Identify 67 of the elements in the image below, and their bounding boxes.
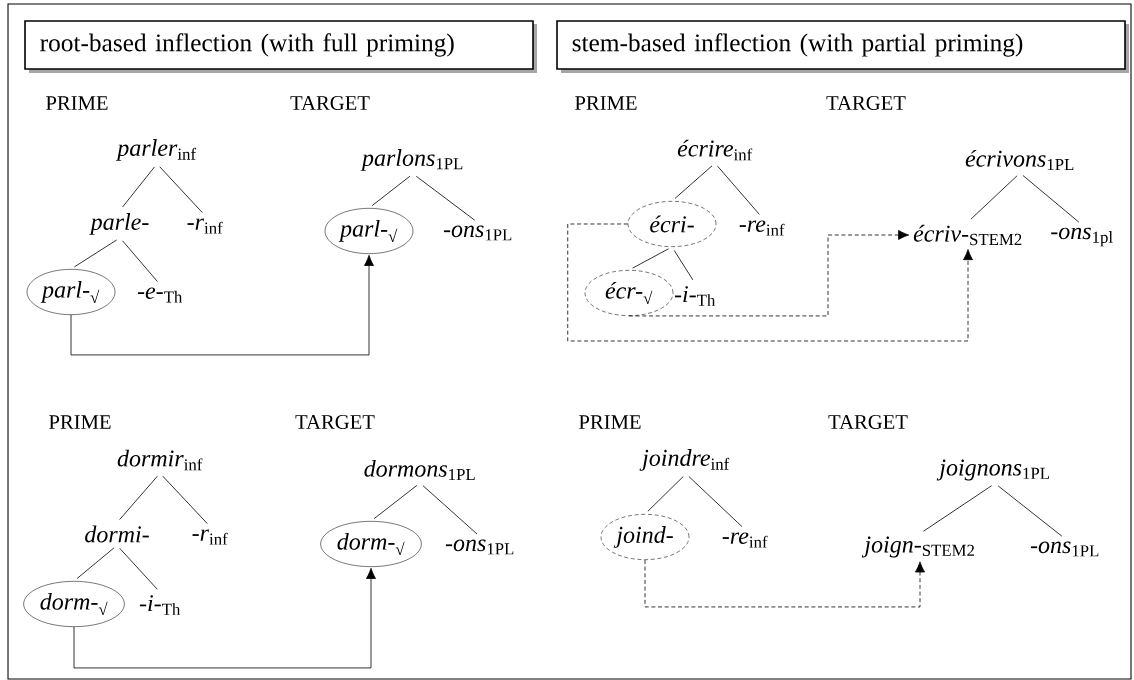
arrow <box>644 559 925 608</box>
section-label: PRIME <box>46 96 108 110</box>
tree-branch <box>159 166 203 213</box>
arrow <box>567 223 973 342</box>
circled-morpheme: dorm-$_{√}$ <box>320 521 422 567</box>
section-label: PRIME <box>49 415 111 429</box>
circled-morpheme: parl-$_{√}$ <box>26 269 116 315</box>
tree-branch <box>673 249 694 281</box>
section-label: TARGET <box>828 415 908 429</box>
circled-morpheme: écri- <box>627 201 717 247</box>
tree-branch <box>997 485 1063 537</box>
tree-branch <box>73 239 118 268</box>
arrow <box>70 254 374 356</box>
tree-branch <box>76 547 115 579</box>
morpheme: -e-$_{Th}$ <box>137 287 183 303</box>
morpheme: -r$_{inf}$ <box>187 218 223 234</box>
morpheme: écrire$_{inf}$ <box>677 139 753 161</box>
morpheme: -re$_{inf}$ <box>722 532 768 548</box>
morpheme: joignons$_{1PL}$ <box>936 459 1049 481</box>
morpheme: joign-$_{STEM2}$ <box>861 536 974 558</box>
morpheme: écrivons$_{1PL}$ <box>965 149 1074 171</box>
morpheme: -ons$_{1PL}$ <box>1030 541 1099 557</box>
morpheme: parle- <box>89 213 149 235</box>
morpheme: -ons$_{1pl}$ <box>1051 227 1113 247</box>
title-box: stem-based inflection (with partial priming) <box>556 20 1129 73</box>
section-label: TARGET <box>826 96 906 110</box>
morpheme: joindre$_{inf}$ <box>639 449 730 471</box>
arrow <box>73 567 376 669</box>
tree-branch <box>647 476 684 512</box>
arrow <box>628 230 910 317</box>
circled-morpheme: dorm-$_{√}$ <box>23 581 125 627</box>
tree-branch <box>717 165 760 215</box>
morpheme: écriv-$_{STEM2}$ <box>913 224 1022 246</box>
section-label: TARGET <box>290 96 370 110</box>
morpheme: dormons$_{1PL}$ <box>364 459 475 481</box>
tree-branch <box>415 175 476 221</box>
tree-branch <box>970 175 1018 220</box>
title-box: root-based inflection (with full priming) <box>24 20 537 73</box>
circled-morpheme: écr-$_{√}$ <box>584 270 674 316</box>
tree-branch <box>119 547 158 590</box>
morpheme: -i-$_{Th}$ <box>674 286 716 306</box>
tree-branch <box>162 475 208 524</box>
morpheme: -ons$_{1PL}$ <box>443 225 512 241</box>
section-label: TARGET <box>295 415 375 429</box>
morpheme: -i-$_{Th}$ <box>139 595 181 615</box>
tree-branch <box>122 166 155 208</box>
tree-branch <box>119 475 158 520</box>
morpheme: -ons$_{1PL}$ <box>445 539 514 555</box>
tree-branch <box>922 485 993 532</box>
tree-branch <box>632 248 669 269</box>
morpheme: -re$_{inf}$ <box>739 220 785 236</box>
tree-branch <box>371 175 411 206</box>
morpheme: parler$_{inf}$ <box>115 139 197 161</box>
tree-branch <box>688 476 743 528</box>
circled-morpheme: joind- <box>600 514 690 560</box>
morpheme: parlons$_{1PL}$ <box>360 149 463 171</box>
morpheme: dormi- <box>85 525 149 543</box>
morpheme: dormir$_{inf}$ <box>117 449 203 471</box>
tree-branch <box>373 485 418 519</box>
section-label: PRIME <box>579 415 641 429</box>
morpheme: -r$_{inf}$ <box>192 529 228 545</box>
tree-branch <box>1022 175 1080 223</box>
tree-branch <box>674 165 713 199</box>
tree-branch <box>422 485 478 535</box>
section-label: PRIME <box>575 96 637 110</box>
circled-morpheme: parl-$_{√}$ <box>324 208 414 254</box>
tree-branch <box>122 240 158 282</box>
